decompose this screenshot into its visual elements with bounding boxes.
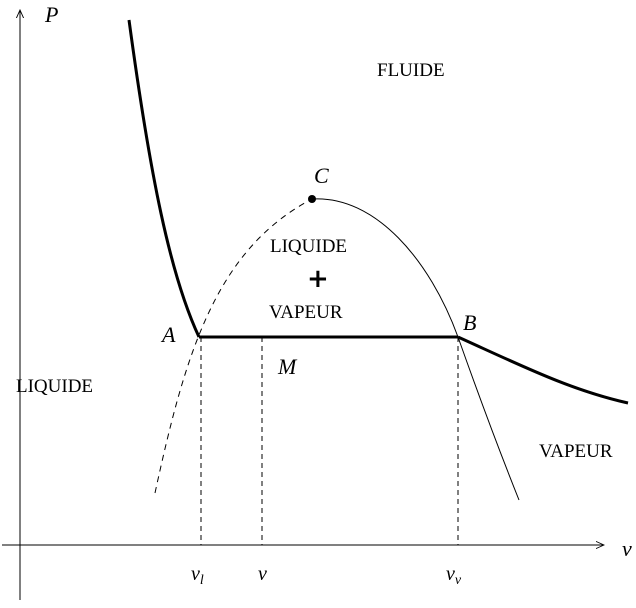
region-liquide-vapeur-top: LIQUIDE [270, 236, 347, 257]
point-a-label: A [160, 322, 176, 347]
tick-vl-subscript: l [200, 573, 204, 588]
saturation-curve-dashed [154, 198, 313, 494]
isotherm-liquid-branch [127, 19, 201, 338]
y-axis-label: P [44, 2, 58, 27]
region-fluide: FLUIDE [377, 60, 445, 81]
tick-vv: vv [446, 563, 462, 588]
point-m-label: M [277, 354, 298, 379]
point-b-label: B [463, 310, 476, 335]
tick-vv-main: v [446, 563, 455, 585]
tick-vl: vl [191, 563, 204, 588]
critical-point-marker [308, 195, 316, 203]
x-axis-label: v [622, 536, 632, 561]
region-liquide: LIQUIDE [16, 376, 93, 397]
region-plus-sign: + [307, 264, 329, 294]
region-vapeur: VAPEUR [539, 441, 613, 462]
critical-point-label: C [314, 163, 329, 188]
tick-v: v [258, 563, 267, 585]
isotherm-vapor-branch [457, 335, 629, 405]
region-liquide-vapeur-bottom: VAPEUR [269, 302, 343, 323]
tick-vl-main: v [191, 563, 200, 585]
tick-vv-subscript: v [455, 573, 462, 588]
